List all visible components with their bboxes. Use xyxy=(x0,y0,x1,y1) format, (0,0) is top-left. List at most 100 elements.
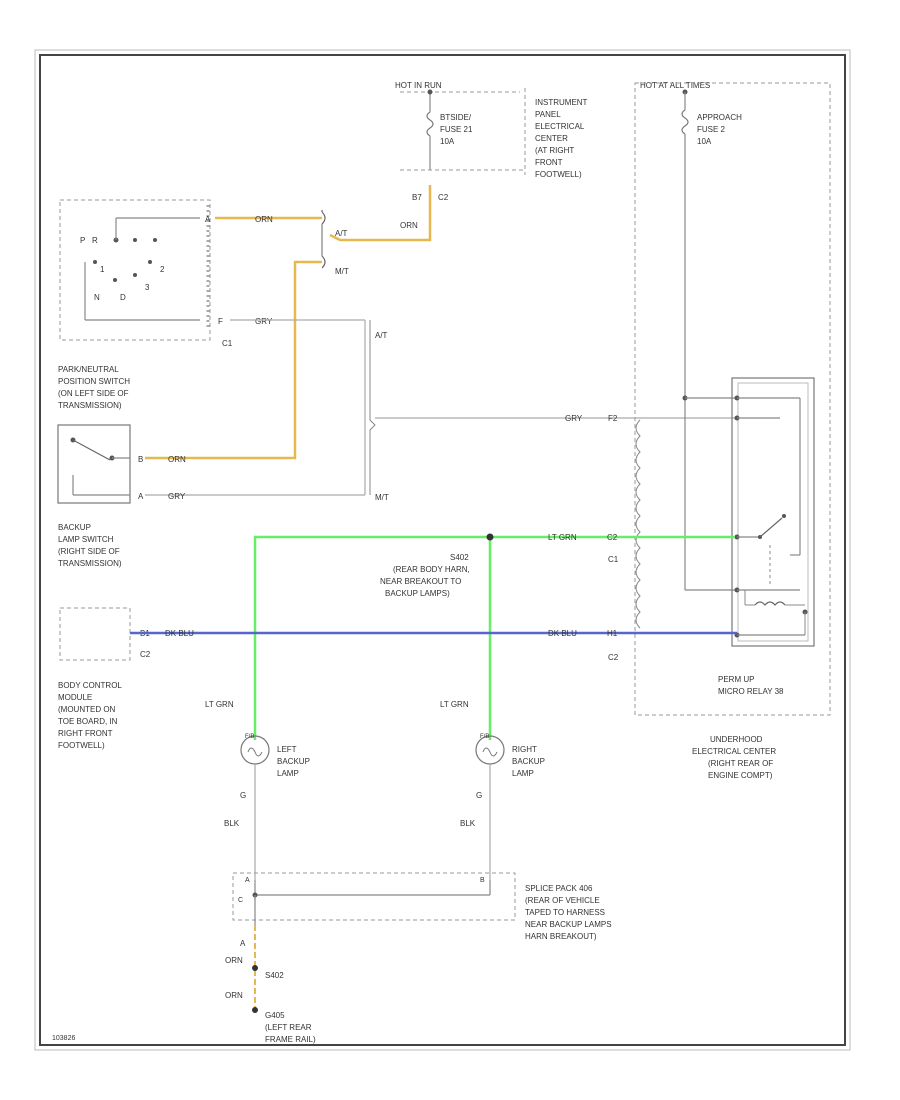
svg-text:1: 1 xyxy=(100,265,105,274)
svg-text:BACKUP: BACKUP xyxy=(277,757,310,766)
ground-icon xyxy=(252,1007,258,1013)
bcm-conn-c2: C2 xyxy=(140,650,151,659)
wire-label-orn-top: ORN xyxy=(400,221,418,230)
left-lamp-pin-in: F/B xyxy=(245,734,254,740)
bcm-box xyxy=(59,607,131,661)
svg-text:POSITION SWITCH: POSITION SWITCH xyxy=(58,377,130,386)
hot-in-run-source: HOT IN RUN BTSIDE/ FUSE 21 10A B7 C2 ORN xyxy=(395,81,526,230)
pnp-wire-gry: GRY xyxy=(255,317,273,326)
fuse-2-rating: 10A xyxy=(697,137,712,146)
diagram-frame xyxy=(39,54,846,1046)
svg-text:LAMP: LAMP xyxy=(512,769,534,778)
ground-wire-orn-2: ORN xyxy=(225,991,243,1000)
svg-text:ENGINE COMPT): ENGINE COMPT) xyxy=(708,771,773,780)
svg-text:FRONT: FRONT xyxy=(535,158,563,167)
lt-grn-wires: LT GRN C2 C1 S402 (REAR BODY HARN, NEAR … xyxy=(253,533,735,740)
splice-pin-a: A xyxy=(245,877,250,884)
svg-text:PANEL: PANEL xyxy=(535,110,561,119)
svg-text:(RIGHT SIDE OF: (RIGHT SIDE OF xyxy=(58,547,120,556)
svg-text:BACKUP: BACKUP xyxy=(512,757,545,766)
fuse-21-number: FUSE 21 xyxy=(440,125,473,134)
svg-text:BODY CONTROL: BODY CONTROL xyxy=(58,681,122,690)
splice-pack-406: A B C SPLICE PACK 406 (REAR OF VEHICLE T… xyxy=(232,872,612,941)
split-at-top: A/T xyxy=(335,229,348,238)
fuse-2-label: APPROACH xyxy=(697,113,742,122)
svg-text:(REAR OF VEHICLE: (REAR OF VEHICLE xyxy=(525,896,600,905)
split-mt-gry: M/T xyxy=(375,493,389,502)
pin-b7: B7 xyxy=(412,193,422,202)
pnp-wire-orn: ORN xyxy=(255,215,273,224)
svg-text:FOOTWELL): FOOTWELL) xyxy=(535,170,582,179)
svg-text:D: D xyxy=(120,293,126,302)
svg-text:(ON LEFT SIDE OF: (ON LEFT SIDE OF xyxy=(58,389,129,398)
svg-text:INSTRUMENT: INSTRUMENT xyxy=(535,98,588,107)
right-lamp-wire-in: LT GRN xyxy=(440,700,469,709)
hot-at-all-times-source: HOT AT ALL TIMES APPROACH FUSE 2 10A xyxy=(634,81,831,716)
relay-coil-icon xyxy=(754,601,786,606)
wire-label-dk-blu-left: DK BLU xyxy=(165,629,194,638)
connector-break-icon xyxy=(635,419,641,629)
wire-lt-grn-main xyxy=(253,535,735,740)
svg-text:ELECTRICAL: ELECTRICAL xyxy=(535,122,585,131)
svg-text:PARK/NEUTRAL: PARK/NEUTRAL xyxy=(58,365,119,374)
svg-text:UNDERHOOD: UNDERHOOD xyxy=(710,735,763,744)
svg-text:R: R xyxy=(92,236,98,245)
svg-text:3: 3 xyxy=(145,283,150,292)
svg-text:SPLICE PACK 406: SPLICE PACK 406 xyxy=(525,884,593,893)
underhood-center-label: UNDERHOOD ELECTRICAL CENTER (RIGHT REAR … xyxy=(692,735,776,780)
svg-text:TOE BOARD, IN: TOE BOARD, IN xyxy=(58,717,118,726)
perm-up-relay: PERM UP MICRO RELAY 38 xyxy=(718,377,815,696)
backup-switch-box xyxy=(57,424,131,504)
splice-s402-dot xyxy=(486,533,494,541)
svg-text:TRANSMISSION): TRANSMISSION) xyxy=(58,559,122,568)
right-lamp-bulb-icon xyxy=(475,735,505,765)
ground-g405: A ORN S402 ORN G405 (LEFT REAR FRAME RAI… xyxy=(225,925,316,1044)
svg-text:RIGHT FRONT: RIGHT FRONT xyxy=(58,729,113,738)
left-lamp-wire-blk: BLK xyxy=(224,819,240,828)
svg-text:(MOUNTED ON: (MOUNTED ON xyxy=(58,705,116,714)
backup-wire-gry: GRY xyxy=(168,492,186,501)
pnp-conn-c1: C1 xyxy=(222,339,233,348)
conn-c2-top: C2 xyxy=(438,193,449,202)
splice-pack-box xyxy=(232,872,516,921)
right-lamp-wire-blk: BLK xyxy=(460,819,476,828)
svg-text:P: P xyxy=(80,236,85,245)
svg-text:LEFT: LEFT xyxy=(277,745,297,754)
orange-wires: A/T M/T xyxy=(145,185,432,460)
svg-text:2: 2 xyxy=(160,265,165,274)
wire-orn-fuse-to-split xyxy=(329,185,432,242)
svg-text:FOOTWELL): FOOTWELL) xyxy=(58,741,105,750)
svg-text:NEAR BREAKOUT TO: NEAR BREAKOUT TO xyxy=(380,577,461,586)
ground-id: G405 xyxy=(265,1011,285,1020)
backup-wire-orn: ORN xyxy=(168,455,186,464)
fuse-21-label: BTSIDE/ xyxy=(440,113,472,122)
backup-lamp-switch: B A ORN GRY BACKUP LAMP SWITCH (RIGHT SI… xyxy=(57,424,186,568)
pnp-pin-f: F xyxy=(218,317,223,326)
pin-c2-relay: C2 xyxy=(607,533,618,542)
pnp-pin-a: A xyxy=(205,215,211,224)
conn-c2-relay: C2 xyxy=(608,653,619,662)
svg-text:TAPED TO HARNESS: TAPED TO HARNESS xyxy=(525,908,605,917)
svg-text:NEAR BACKUP LAMPS: NEAR BACKUP LAMPS xyxy=(525,920,612,929)
split-at-gry: A/T xyxy=(375,331,388,340)
wire-label-lt-grn: LT GRN xyxy=(548,533,577,542)
left-lamp-bulb-icon xyxy=(240,735,270,765)
underhood-center-box xyxy=(634,82,831,716)
svg-text:BACKUP: BACKUP xyxy=(58,523,91,532)
fuse-2-icon xyxy=(681,109,689,135)
svg-text:HARN BREAKOUT): HARN BREAKOUT) xyxy=(525,932,597,941)
svg-text:MODULE: MODULE xyxy=(58,693,92,702)
svg-text:BACKUP LAMPS): BACKUP LAMPS) xyxy=(385,589,450,598)
splice-pin-b: B xyxy=(480,877,485,884)
dk-blu-wire: DK BLU DK BLU H1 C2 xyxy=(130,629,737,662)
svg-text:LAMP: LAMP xyxy=(277,769,299,778)
svg-text:(AT RIGHT: (AT RIGHT xyxy=(535,146,574,155)
wire-orn-to-backup-switch xyxy=(145,260,322,460)
splice-s402-id: S402 xyxy=(450,553,469,562)
gry-wires: A/T M/T GRY F2 xyxy=(145,319,735,502)
pnp-switch-box xyxy=(59,199,211,341)
figure-id: 103826 xyxy=(52,1035,75,1042)
fuse-2-number: FUSE 2 xyxy=(697,125,726,134)
wire-label-dk-blu-right: DK BLU xyxy=(548,629,577,638)
